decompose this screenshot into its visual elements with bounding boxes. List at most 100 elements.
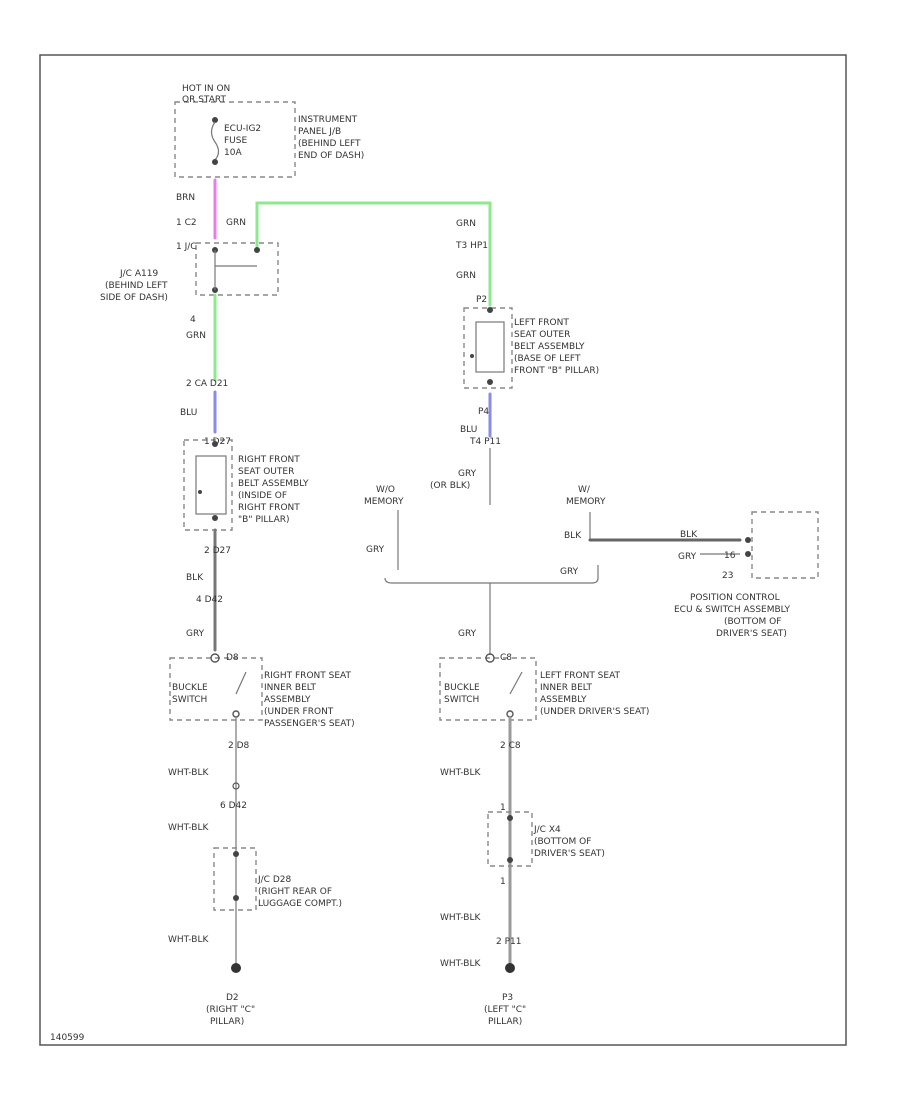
right-belt-label-4: (INSIDE OF — [238, 491, 287, 501]
position-ecu-4: DRIVER'S SEAT) — [716, 629, 787, 639]
wire-grn-a-label: GRN — [226, 218, 246, 228]
right-buckle-box — [169, 657, 263, 721]
left-belt-pin-a — [487, 307, 493, 313]
fuse-loc-4: END OF DASH) — [298, 151, 364, 161]
gry-blk-1: GRY — [458, 469, 477, 479]
d42-bot-label: 6 D42 — [220, 801, 247, 811]
jc-d28-pin-a — [233, 851, 239, 857]
p11-bot-label: 2 P11 — [496, 937, 521, 947]
ground-right-2: (RIGHT "C" — [206, 1005, 255, 1015]
jc-d28-label-3: LUGGAGE COMPT.) — [258, 899, 342, 909]
jc-left-name: J/C A119 — [119, 269, 158, 279]
wire-blu-right-label: BLU — [460, 425, 477, 435]
fuse-pin-top — [212, 117, 218, 123]
footer-code: 140599 — [50, 1033, 85, 1043]
right-belt-pin-a — [212, 441, 218, 447]
fuse-name: ECU-IG2 — [224, 124, 261, 134]
connector-b-label: T4 P11 — [469, 437, 501, 447]
right-buckle-label-1: RIGHT FRONT SEAT — [264, 671, 351, 681]
right-belt-switch — [195, 455, 227, 515]
diagram-frame — [39, 54, 847, 1046]
wire-grn-upper — [255, 201, 492, 307]
whtblk-4-label: WHT-BLK — [440, 768, 481, 778]
right-buckle-label-2: INNER BELT — [264, 683, 317, 693]
jc-pin-top: 1 J/C — [176, 242, 197, 252]
wo-memory-1: W/O — [376, 485, 395, 495]
p4-label: P4 — [478, 407, 489, 417]
jc-pin-c — [254, 247, 260, 253]
left-belt-label-1: LEFT FRONT — [514, 318, 569, 328]
right-belt-label-2: SEAT OUTER — [238, 467, 294, 477]
w-memory-1: W/ — [578, 485, 591, 495]
whtblk-3-label: WHT-BLK — [168, 935, 209, 945]
p2-label: P2 — [476, 295, 487, 305]
wire-blk-mem-label: BLK — [564, 531, 582, 541]
jc-x4-label-2: (BOTTOM OF — [534, 837, 591, 847]
jc-left-box — [195, 242, 279, 296]
left-buckle-label-3: ASSEMBLY — [540, 695, 587, 705]
d42-bot-pin — [232, 782, 240, 790]
hot-label-1: HOT IN ON — [182, 84, 230, 94]
ground-right-1: D2 — [226, 993, 239, 1003]
right-buckle-text-2: SWITCH — [172, 695, 207, 705]
right-buckle-text-1: BUCKLE — [172, 683, 208, 693]
x4-pin-a-label: 1 — [500, 803, 506, 813]
ground-right-icon — [231, 963, 241, 973]
left-belt-label-5: FRONT "B" PILLAR) — [514, 366, 599, 376]
right-buckle-pin-top — [210, 653, 220, 663]
left-buckle-pin-bot — [506, 710, 514, 718]
wire-gry-2-label: GRY — [366, 545, 385, 555]
fuse-pin-bottom — [212, 159, 218, 165]
right-buckle-label-5: PASSENGER'S SEAT) — [264, 719, 355, 729]
left-buckle-pin-top — [485, 653, 495, 663]
jc-left-loc-1: (BEHIND LEFT — [105, 281, 168, 291]
left-buckle-label-4: (UNDER DRIVER'S SEAT) — [540, 707, 649, 717]
d27-top-label: 1 D27 — [204, 437, 231, 447]
wire-gry-mem-label: GRY — [560, 567, 579, 577]
jc-d28-label-2: (RIGHT REAR OF — [258, 887, 332, 897]
w-memory-2: MEMORY — [566, 497, 606, 507]
gry-blk-2: (OR BLK) — [430, 481, 470, 491]
fuse-loc-3: (BEHIND LEFT — [298, 139, 361, 149]
wire-blu-left-label: BLU — [180, 408, 197, 418]
position-ecu-box — [751, 511, 819, 579]
right-buckle-pin-bot — [232, 710, 240, 718]
whtblk-5-label: WHT-BLK — [440, 913, 481, 923]
pin-23-label: 23 — [722, 571, 733, 581]
jc-x4-label-1: J/C X4 — [533, 825, 561, 835]
wire-c2-label: 1 C2 — [176, 218, 197, 228]
left-belt-switch — [475, 321, 505, 373]
ground-left-1: P3 — [502, 993, 513, 1003]
ground-left-2: (LEFT "C" — [484, 1005, 526, 1015]
jc-d28-box — [213, 847, 257, 911]
pin-16-label: 16 — [724, 551, 736, 561]
right-belt-label-1: RIGHT FRONT — [238, 455, 300, 465]
d42-top-label: 4 D42 — [196, 595, 223, 605]
ground-left-icon — [505, 963, 515, 973]
connector-d21-label: 2 CA D21 — [186, 379, 228, 389]
fuse-element — [210, 121, 220, 161]
d8-bot-label: 2 D8 — [228, 741, 250, 751]
whtblk-2-label: WHT-BLK — [168, 823, 209, 833]
fuse-loc-1: INSTRUMENT — [298, 115, 358, 125]
wire-brn-label: BRN — [176, 193, 195, 203]
position-ecu-1: POSITION CONTROL — [690, 593, 780, 603]
left-buckle-text-1: BUCKLE — [444, 683, 480, 693]
fuse-box — [174, 101, 296, 178]
ecu-pin-b — [745, 551, 751, 557]
left-belt-label-2: SEAT OUTER — [514, 330, 570, 340]
x4-pin-b-label: 1 — [500, 877, 506, 887]
wire-grn-left-label: GRN — [186, 331, 206, 341]
ground-right-3: PILLAR) — [210, 1017, 244, 1027]
right-belt-label-6: "B" PILLAR) — [238, 515, 290, 525]
fuse-amps: 10A — [224, 148, 242, 158]
hot-label-2: OR START — [182, 95, 226, 105]
wire-blk-right-label: BLK — [680, 530, 698, 540]
c8-label: C8 — [500, 653, 512, 663]
left-belt-box — [463, 307, 513, 389]
left-buckle-text-2: SWITCH — [444, 695, 479, 705]
wire-blk-label: BLK — [186, 573, 204, 583]
memory-brace — [384, 577, 599, 584]
right-buckle-switch-arm — [235, 671, 247, 695]
ecu-pin-a — [745, 537, 751, 543]
